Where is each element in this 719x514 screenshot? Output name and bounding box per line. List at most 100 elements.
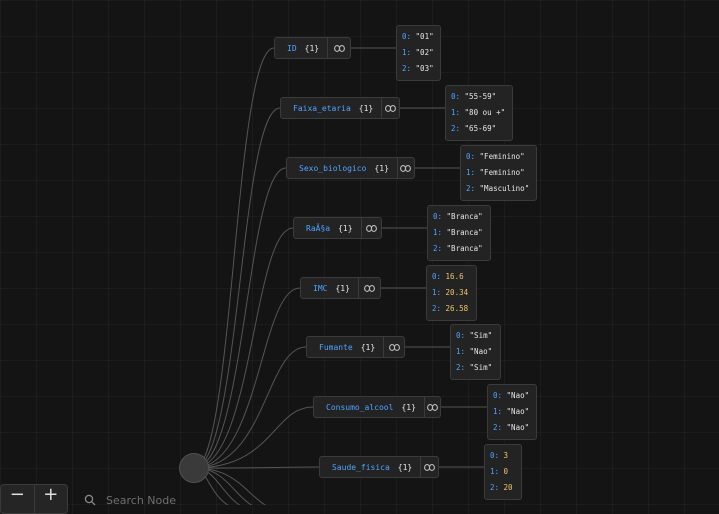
array-index: 2: xyxy=(451,124,461,133)
array-row: 0: "Sim" xyxy=(456,328,495,344)
array-index: 0: xyxy=(433,212,443,221)
array-row: 0: "Branca" xyxy=(433,209,485,225)
object-node[interactable]: IMC{1} xyxy=(300,277,381,299)
zoom-in-button[interactable]: + xyxy=(33,485,68,513)
array-index: 1: xyxy=(456,347,466,356)
array-row: 0: 16.6 xyxy=(432,269,471,285)
array-index: 0: xyxy=(466,152,476,161)
array-node[interactable]: 0: "Sim"1: "Nao"2: "Sim" xyxy=(450,324,501,380)
node-key: Consumo_alcool xyxy=(326,402,394,412)
array-value: "Feminino" xyxy=(479,168,525,177)
array-index: 2: xyxy=(402,64,412,73)
link-icon[interactable] xyxy=(420,457,438,477)
array-row: 0: "Feminino" xyxy=(466,149,531,165)
edge xyxy=(193,406,314,469)
array-node[interactable]: 0: "Branca"1: "Branca"2: "Branca" xyxy=(427,205,491,261)
array-row: 2: "Sim" xyxy=(456,360,495,376)
array-row: 1: "02" xyxy=(402,45,435,61)
array-row: 2: "Masculino" xyxy=(466,181,531,197)
array-value: "Branca" xyxy=(446,228,483,237)
link-icon[interactable] xyxy=(381,98,399,118)
node-key: Sexo_biologico xyxy=(299,163,367,173)
array-node[interactable]: 0: "01"1: "02"2: "03" xyxy=(396,25,441,81)
object-node[interactable]: Sexo_biologico {1} xyxy=(286,157,415,179)
array-index: 2: xyxy=(433,244,443,253)
array-row: 1: 20.34 xyxy=(432,285,471,301)
edge xyxy=(193,467,267,505)
edge xyxy=(193,47,275,469)
node-count: {1} xyxy=(304,43,320,53)
array-value: 3 xyxy=(503,451,509,460)
edge xyxy=(193,107,281,469)
node-count: {1} xyxy=(335,283,350,293)
array-value: 20 xyxy=(503,483,513,492)
search-input[interactable] xyxy=(104,492,238,508)
array-value: 16.6 xyxy=(445,272,464,281)
array-value: "65-69" xyxy=(464,124,497,133)
array-index: 0: xyxy=(402,32,412,41)
array-index: 0: xyxy=(451,92,461,101)
array-row: 0: "01" xyxy=(402,29,435,45)
link-icon[interactable] xyxy=(360,218,381,238)
array-value: "Sim" xyxy=(469,363,493,372)
object-node[interactable]: Faixa_etaria{1} xyxy=(280,97,400,119)
array-value: "Masculino" xyxy=(479,184,530,193)
array-value: "80 ou +" xyxy=(464,108,506,117)
array-index: 1: xyxy=(493,407,503,416)
array-index: 0: xyxy=(490,451,500,460)
array-index: 1: xyxy=(432,288,442,297)
node-count: {1} xyxy=(358,103,374,113)
zoom-out-button[interactable]: − xyxy=(9,484,25,505)
array-row: 2: 20 xyxy=(490,480,516,496)
node-count: {1} xyxy=(397,462,413,472)
array-value: "Nao" xyxy=(506,391,530,400)
object-node[interactable]: RaÃ§a{1} xyxy=(293,217,382,239)
array-row: 1: "Nao" xyxy=(493,404,531,420)
array-index: 2: xyxy=(456,363,466,372)
array-index: 1: xyxy=(466,168,476,177)
array-row: 0: "Nao" xyxy=(493,388,531,404)
object-node[interactable]: Fumante{1} xyxy=(306,336,405,358)
array-node[interactable]: 0: "55-59"1: "80 ou +"2: "65-69" xyxy=(445,85,513,141)
link-icon[interactable] xyxy=(327,38,350,58)
array-value: 20.34 xyxy=(445,288,469,297)
link-icon[interactable] xyxy=(383,337,404,357)
array-index: 2: xyxy=(432,304,442,313)
array-value: "Nao" xyxy=(506,407,530,416)
edge xyxy=(193,167,287,469)
array-index: 1: xyxy=(402,48,412,57)
root-node[interactable] xyxy=(179,453,209,483)
node-count: {1} xyxy=(374,163,389,173)
zoom-toolbar: − + xyxy=(0,484,68,514)
node-key: Saude_fisica xyxy=(332,462,390,472)
array-node[interactable]: 0: "Nao"1: "Nao"2: "Nao" xyxy=(487,384,537,440)
object-node[interactable]: ID {1} xyxy=(274,37,351,59)
array-row: 1: 0 xyxy=(490,464,516,480)
link-icon[interactable] xyxy=(357,278,380,298)
array-row: 2: "Branca" xyxy=(433,241,485,257)
edge xyxy=(193,466,320,469)
array-row: 2: "03" xyxy=(402,61,435,77)
array-row: 2: "65-69" xyxy=(451,121,507,137)
array-index: 0: xyxy=(493,391,503,400)
array-node[interactable]: 0: "Feminino"1: "Feminino"2: "Masculino" xyxy=(460,145,537,201)
array-row: 1: "Branca" xyxy=(433,225,485,241)
node-key: ID xyxy=(287,43,297,53)
node-key: Fumante xyxy=(319,342,353,352)
array-index: 1: xyxy=(490,467,500,476)
link-icon[interactable] xyxy=(423,397,440,417)
object-node[interactable]: Saude_fisica {1} xyxy=(319,456,439,478)
node-count: {1} xyxy=(401,402,416,412)
array-index: 1: xyxy=(433,228,443,237)
array-index: 1: xyxy=(451,108,461,117)
array-row: 1: "Feminino" xyxy=(466,165,531,181)
array-value: "03" xyxy=(415,64,434,73)
array-index: 2: xyxy=(490,483,500,492)
object-node[interactable]: Consumo_alcool {1} xyxy=(313,396,441,418)
link-icon[interactable] xyxy=(396,158,414,178)
array-value: "01" xyxy=(415,32,434,41)
array-value: "Nao" xyxy=(506,423,530,432)
